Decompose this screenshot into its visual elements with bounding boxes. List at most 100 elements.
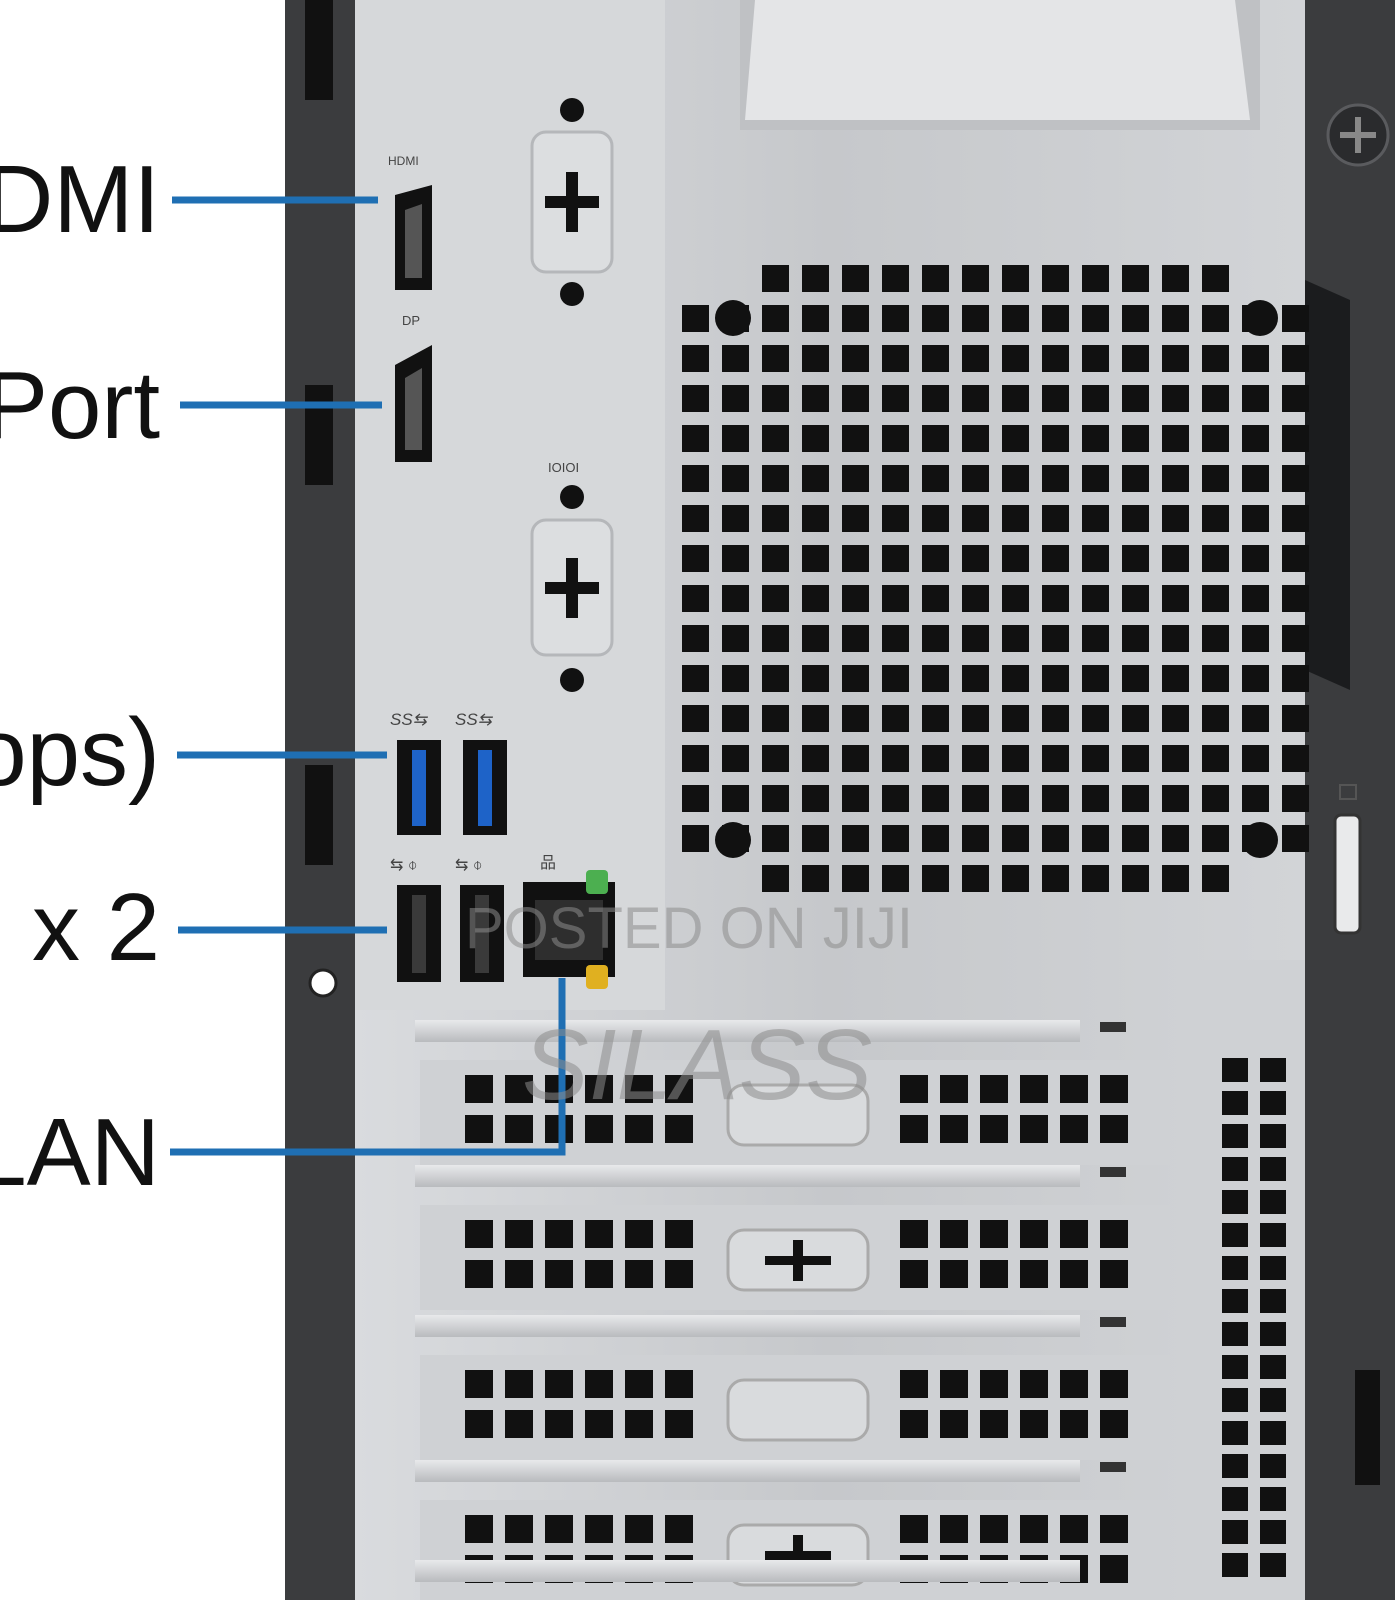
vent-hole	[962, 585, 989, 612]
vent-hole	[882, 825, 909, 852]
slot-vent-hole	[625, 1515, 653, 1543]
slot-indicator	[1100, 1462, 1126, 1472]
side-vent-hole	[1260, 1388, 1286, 1412]
slot-vent-hole	[1060, 1260, 1088, 1288]
slot-vent-hole	[465, 1220, 493, 1248]
side-vent-hole	[1222, 1355, 1248, 1379]
side-vent-hole	[1222, 1289, 1248, 1313]
slot-vent-hole	[585, 1370, 613, 1398]
vent-hole	[882, 385, 909, 412]
vent-hole	[722, 585, 749, 612]
vent-hole	[1162, 465, 1189, 492]
side-vent-hole	[1222, 1421, 1248, 1445]
vent-hole	[1042, 465, 1069, 492]
vent-hole	[1162, 585, 1189, 612]
slot-vent-hole	[900, 1260, 928, 1288]
vent-hole	[1122, 705, 1149, 732]
slot-vent-hole	[1060, 1220, 1088, 1248]
vent-hole	[842, 825, 869, 852]
slot-vent-hole	[1020, 1220, 1048, 1248]
slot-vent-hole	[980, 1515, 1008, 1543]
slot-vent-hole	[1020, 1370, 1048, 1398]
hdmi-port	[395, 185, 432, 290]
vent-hole	[1282, 385, 1309, 412]
vent-hole	[802, 505, 829, 532]
vent-hole	[842, 865, 869, 892]
vent-hole	[1042, 585, 1069, 612]
vent-hole	[1202, 505, 1229, 532]
slot-vent-hole	[665, 1115, 693, 1143]
vent-hole	[1282, 425, 1309, 452]
vent-hole	[1042, 785, 1069, 812]
slot-vent-hole	[1100, 1115, 1128, 1143]
slot-vent-hole	[465, 1115, 493, 1143]
vent-hole	[1242, 345, 1269, 372]
vent-hole	[842, 625, 869, 652]
vent-hole	[762, 825, 789, 852]
vent-hole	[842, 345, 869, 372]
vent-hole	[1202, 305, 1229, 332]
vent-hole	[1162, 825, 1189, 852]
slot-vent-hole	[1100, 1260, 1128, 1288]
slot-indicator	[1100, 1317, 1126, 1327]
vent-hole	[842, 745, 869, 772]
side-vent-hole	[1260, 1091, 1286, 1115]
slot-vent-hole	[900, 1075, 928, 1103]
slot-vent-hole	[980, 1410, 1008, 1438]
vent-hole	[1162, 785, 1189, 812]
vent-hole	[962, 745, 989, 772]
vent-hole	[1042, 705, 1069, 732]
vent-hole	[682, 665, 709, 692]
lan-callout-line	[170, 978, 566, 1156]
vent-hole	[1162, 745, 1189, 772]
side-vent-hole	[1260, 1289, 1286, 1313]
slot-vent-hole	[1100, 1220, 1128, 1248]
vent-hole	[802, 265, 829, 292]
vent-hole	[762, 345, 789, 372]
vent-hole	[1122, 505, 1149, 532]
vent-hole	[1282, 345, 1309, 372]
vent-hole	[722, 745, 749, 772]
vent-hole	[842, 665, 869, 692]
slot-vent-hole	[1100, 1515, 1128, 1543]
vent-hole	[1042, 385, 1069, 412]
vent-hole	[1082, 825, 1109, 852]
vent-hole	[802, 585, 829, 612]
vent-hole	[882, 865, 909, 892]
vent-hole	[1082, 505, 1109, 532]
side-vent-hole	[1260, 1487, 1286, 1511]
side-vent-hole	[1260, 1553, 1286, 1577]
side-vent-hole	[1222, 1091, 1248, 1115]
vent-hole	[1162, 505, 1189, 532]
vent-hole	[842, 585, 869, 612]
vent-hole	[802, 425, 829, 452]
vent-hole	[1042, 625, 1069, 652]
vent-hole	[1122, 785, 1149, 812]
knockout-top	[530, 98, 614, 306]
vent-hole	[1042, 265, 1069, 292]
vent-hole	[962, 865, 989, 892]
vent-hole	[882, 745, 909, 772]
vent-hole	[922, 825, 949, 852]
vent-hole	[722, 665, 749, 692]
vent-hole	[1282, 665, 1309, 692]
vent-hole	[882, 265, 909, 292]
vent-hole	[1082, 545, 1109, 572]
hdmi-port-label: HDMI	[388, 154, 419, 168]
vent-hole	[1202, 425, 1229, 452]
vent-hole	[922, 785, 949, 812]
slot-vent-hole	[940, 1260, 968, 1288]
vent-hole	[1002, 865, 1029, 892]
slot-bar	[415, 1315, 1080, 1337]
side-vent-hole	[1260, 1355, 1286, 1379]
vent-hole	[762, 865, 789, 892]
vent-hole	[1162, 305, 1189, 332]
vent-hole	[1242, 705, 1269, 732]
slot-vent-hole	[545, 1220, 573, 1248]
vent-hole	[842, 785, 869, 812]
plus-icon	[793, 1240, 803, 1281]
vent-hole	[882, 585, 909, 612]
displayport-port	[395, 345, 432, 462]
vent-hole	[682, 745, 709, 772]
